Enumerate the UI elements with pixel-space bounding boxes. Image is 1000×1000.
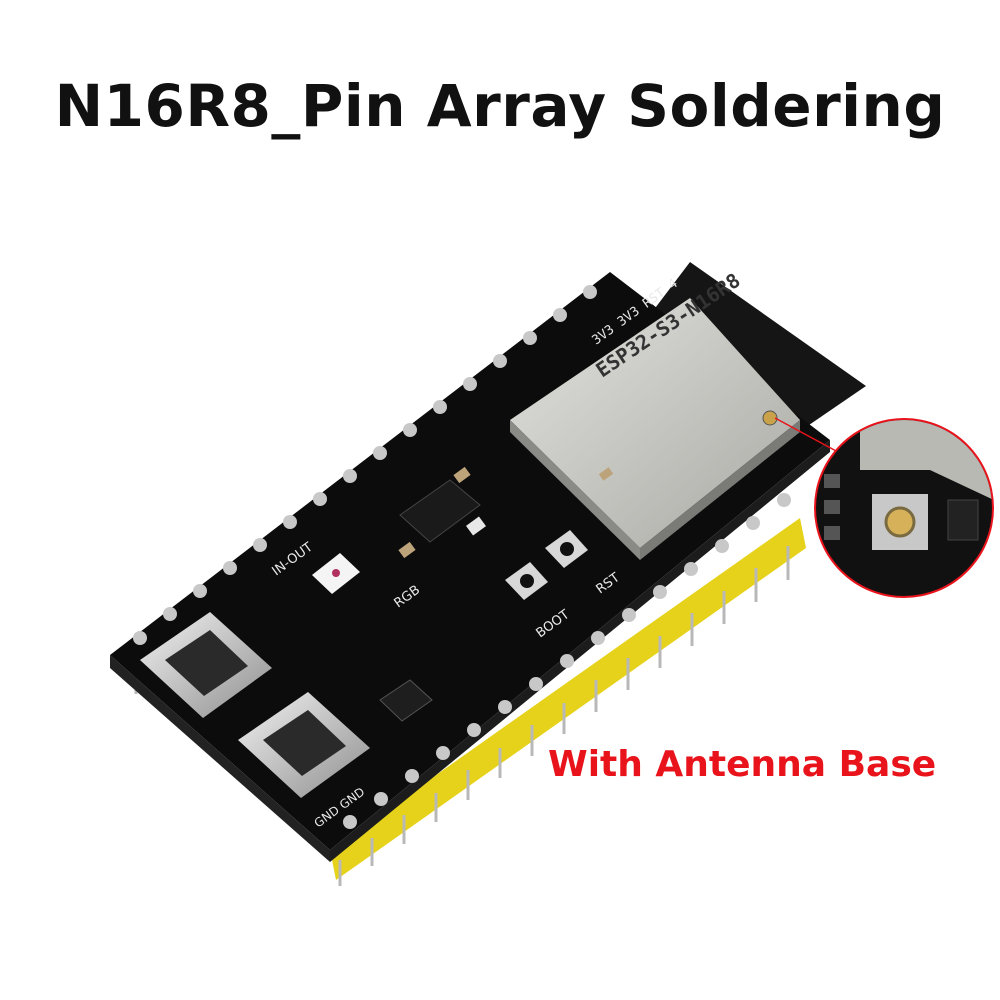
zoom-inset — [814, 418, 994, 598]
antenna-callout: With Antenna Base — [548, 744, 937, 785]
regulator-chip — [399, 479, 481, 543]
esp32-module — [510, 298, 800, 548]
boot-button — [505, 562, 548, 600]
pin-holes-back — [133, 285, 597, 645]
passive-components — [398, 466, 614, 559]
usb-c-port-2 — [238, 692, 370, 798]
usb-c-port-1 — [140, 612, 272, 718]
page-title: N16R8_Pin Array Soldering — [54, 72, 946, 140]
antenna-connector — [762, 410, 778, 426]
pin-holes-front — [343, 493, 791, 829]
usb-bridge-chip — [379, 679, 433, 722]
rst-button — [545, 530, 588, 568]
pin-header-front — [330, 518, 806, 880]
pcb-edge — [110, 655, 330, 862]
